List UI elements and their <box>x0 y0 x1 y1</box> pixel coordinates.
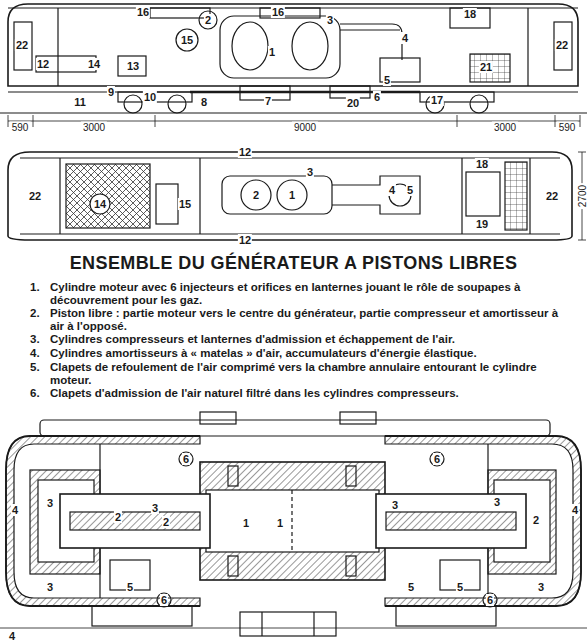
callout-number: 5 <box>407 581 415 593</box>
callout-number: 18 <box>463 8 477 20</box>
dimension-label: 590 <box>10 122 31 133</box>
callout-number: 5 <box>406 184 414 196</box>
callout-number: 22 <box>15 39 29 51</box>
legend-text: Clapets de refoulement de l'air comprimé… <box>50 361 560 386</box>
callout-number: 14 <box>93 198 107 210</box>
callout-number: 16 <box>136 6 150 18</box>
legend-number: 2. <box>30 307 40 320</box>
legend-number: 6. <box>30 387 40 400</box>
legend-text: Cylindres compresseurs et lanternes d'ad… <box>50 333 560 346</box>
callout-number: 2 <box>114 511 122 523</box>
callout-number: 4 <box>388 184 396 196</box>
callout-number: 1 <box>288 189 296 201</box>
dimension-label: 590 <box>557 122 578 133</box>
title: ENSEMBLE DU GÉNÉRATEUR A PISTONS LIBRES <box>0 253 587 274</box>
side-view <box>0 4 587 127</box>
callout-number: 1 <box>242 517 250 529</box>
legend-number: 4. <box>30 347 40 360</box>
callout-number: 12 <box>238 234 252 246</box>
callout-number: 7 <box>264 95 272 107</box>
callout-number: 13 <box>126 60 140 72</box>
callout-number: 2 <box>204 14 212 26</box>
callout-number: 4 <box>11 504 19 516</box>
callout-number: 18 <box>475 158 489 170</box>
callout-number: 20 <box>346 97 360 109</box>
callout-number: 22 <box>28 190 42 202</box>
callout-number: 3 <box>537 581 545 593</box>
callout-number: 5 <box>126 581 134 593</box>
callout-number: 3 <box>493 496 501 508</box>
callout-number: 6 <box>160 594 168 606</box>
callout-number: 21 <box>479 61 493 73</box>
legend-text: Cylindres amortisseurs à « matelas » d'a… <box>50 347 560 360</box>
legend-text: Clapets d'admission de l'air naturel fil… <box>50 387 560 400</box>
callout-number: 17 <box>430 94 444 106</box>
callout-number: 4 <box>8 630 16 642</box>
callout-number: 3 <box>306 166 314 178</box>
callout-number: 4 <box>571 504 579 516</box>
plan-view <box>8 152 586 240</box>
callout-number: 8 <box>200 96 208 108</box>
callout-number: 14 <box>87 58 101 70</box>
dimension-label: 9000 <box>292 122 318 133</box>
callout-number: 5 <box>383 74 391 86</box>
callout-number: 15 <box>178 198 192 210</box>
legend-number: 3. <box>30 333 40 346</box>
callout-number: 6 <box>373 91 381 103</box>
callout-number: 3 <box>326 14 334 26</box>
callout-number: 2 <box>252 189 260 201</box>
dimension-label: 3000 <box>492 122 518 133</box>
callout-number: 2 <box>162 516 170 528</box>
callout-number: 3 <box>391 499 399 511</box>
dimension-label: 3000 <box>81 122 107 133</box>
callout-number: 1 <box>268 46 276 58</box>
callout-number: 15 <box>180 34 194 46</box>
legend-text: Cylindre moteur avec 6 injecteurs et ori… <box>50 281 560 306</box>
callout-number: 9 <box>107 86 115 98</box>
callout-number: 1 <box>276 517 284 529</box>
callout-number: 3 <box>46 497 54 509</box>
callout-number: 22 <box>555 39 569 51</box>
legend-number: 5. <box>30 361 40 374</box>
callout-number: 6 <box>182 453 190 465</box>
callout-number: 2 <box>532 514 540 526</box>
callout-number: 6 <box>486 594 494 606</box>
callout-number: 22 <box>545 190 559 202</box>
callout-number: 6 <box>433 453 441 465</box>
callout-number: 10 <box>143 91 157 103</box>
callout-number: 5 <box>456 581 464 593</box>
callout-number: 4 <box>401 32 409 44</box>
dimension-label: 2700 <box>577 183 587 209</box>
callout-number: 12 <box>36 58 50 70</box>
callout-number: 19 <box>475 218 489 230</box>
callout-number: 3 <box>151 502 159 514</box>
legend-number: 1. <box>30 281 40 294</box>
generator-section <box>0 412 587 636</box>
callout-number: 12 <box>238 146 252 158</box>
legend-text: Piston libre : partie moteur vers le cen… <box>50 307 560 332</box>
callout-number: 3 <box>46 581 54 593</box>
callout-number: 11 <box>73 96 87 108</box>
callout-number: 16 <box>271 6 285 18</box>
